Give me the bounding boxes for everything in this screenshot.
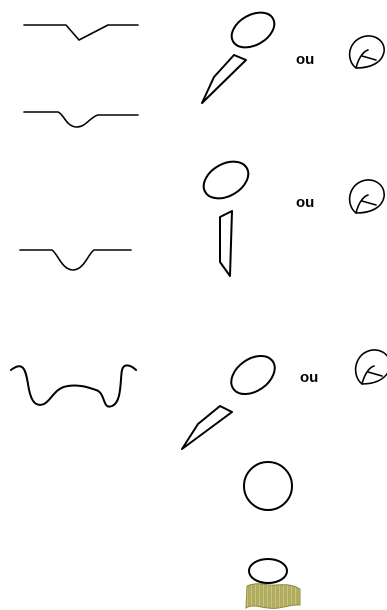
cotyledon-icon	[350, 36, 385, 68]
profile-groove-round-icon	[20, 250, 131, 270]
textured-block-group	[246, 559, 300, 608]
row-2: ou	[20, 154, 384, 276]
seed-icon	[226, 6, 281, 55]
or-label: ou	[300, 369, 318, 386]
cotyledon-icon	[356, 350, 387, 384]
small-oval-icon	[249, 559, 287, 583]
profile-groove-round-icon	[24, 112, 138, 127]
textured-block-icon	[246, 584, 300, 609]
seed-icon	[197, 154, 255, 206]
blade-icon	[182, 406, 232, 449]
seed-icon	[224, 348, 282, 402]
profile-groove-wide-icon	[11, 365, 136, 406]
profile-groove-shallow-icon	[24, 25, 138, 40]
circle-icon	[244, 462, 292, 510]
row-3: ou	[11, 348, 387, 449]
stem-icon	[220, 211, 232, 276]
or-label: ou	[296, 51, 314, 68]
blade-icon	[202, 55, 246, 103]
or-label: ou	[296, 194, 314, 211]
cotyledon-icon	[350, 180, 385, 213]
row-1: ou	[24, 6, 384, 127]
